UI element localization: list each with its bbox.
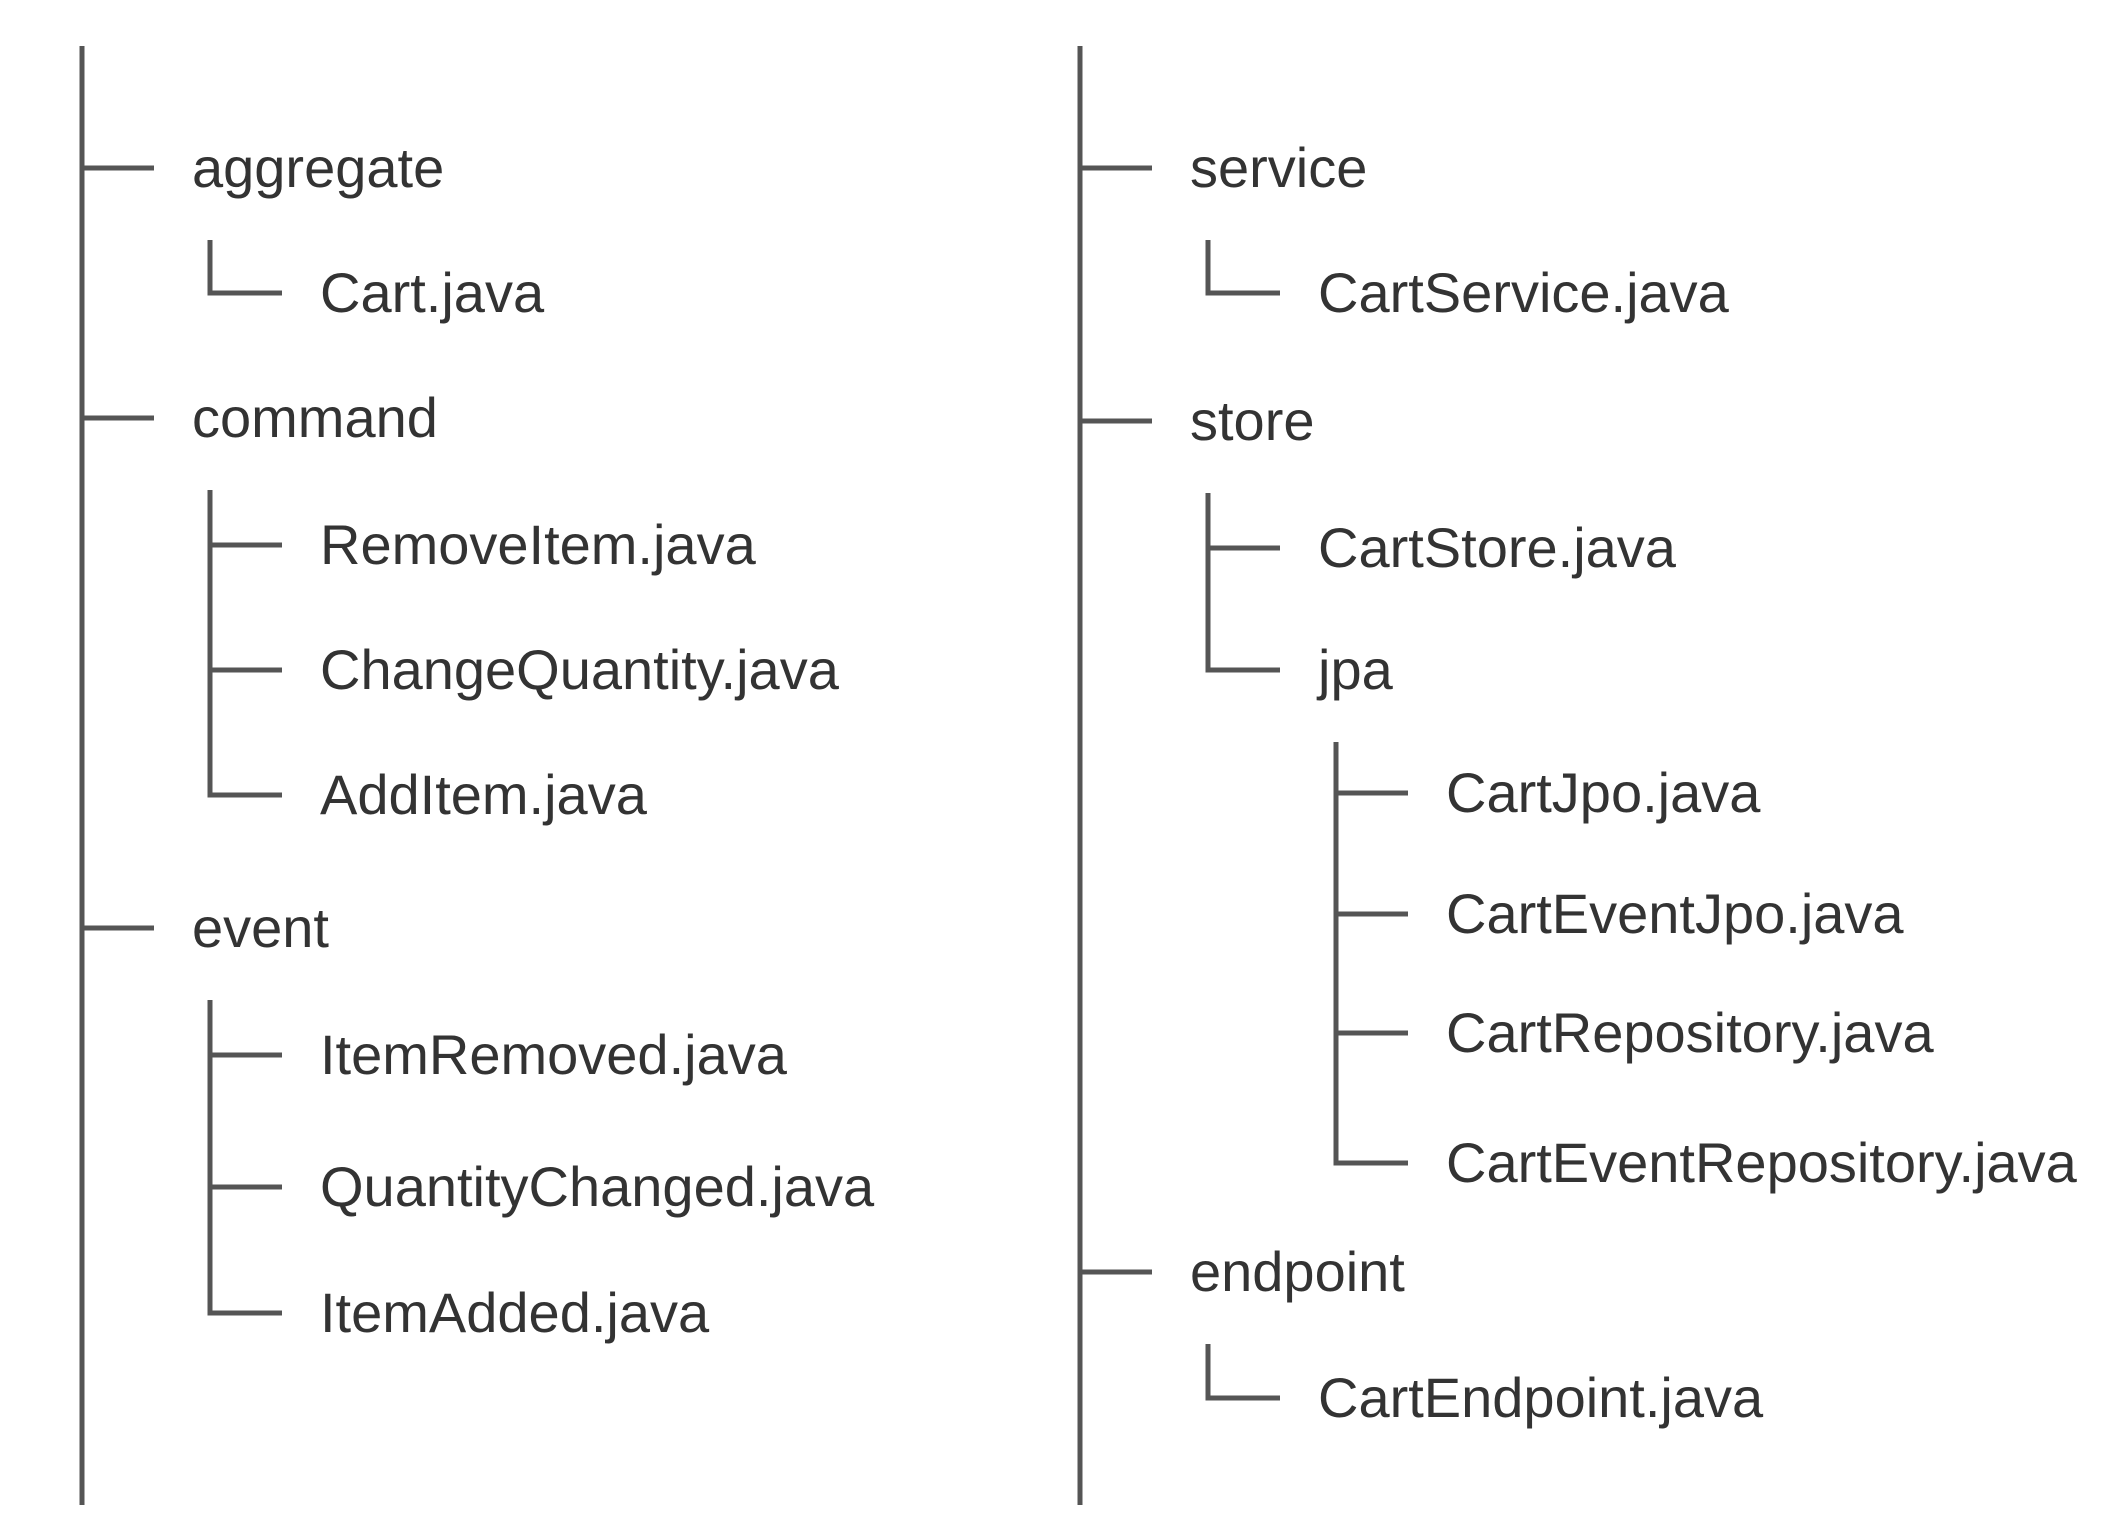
file-label: CartEventJpo.java xyxy=(1446,882,1904,945)
folder-label: event xyxy=(192,896,329,959)
folder-label: jpa xyxy=(1318,638,1393,701)
file-label: Cart.java xyxy=(320,261,545,324)
file-label: CartService.java xyxy=(1318,261,1729,324)
folder-label: command xyxy=(192,386,438,449)
file-label: CartRepository.java xyxy=(1446,1001,1934,1064)
file-label: QuantityChanged.java xyxy=(320,1155,875,1218)
folder-label: store xyxy=(1190,389,1315,452)
file-label: ChangeQuantity.java xyxy=(320,638,839,701)
folder-label: endpoint xyxy=(1190,1240,1405,1303)
file-label: ItemAdded.java xyxy=(320,1281,710,1344)
folder-label: service xyxy=(1190,136,1368,199)
file-label: CartStore.java xyxy=(1318,516,1676,579)
file-label: ItemRemoved.java xyxy=(320,1023,787,1086)
file-label: CartJpo.java xyxy=(1446,761,1761,824)
file-label: CartEndpoint.java xyxy=(1318,1366,1764,1429)
file-label: RemoveItem.java xyxy=(320,513,756,576)
file-label: AddItem.java xyxy=(320,763,647,826)
folder-label: aggregate xyxy=(192,136,445,199)
file-label: CartEventRepository.java xyxy=(1446,1131,2077,1194)
